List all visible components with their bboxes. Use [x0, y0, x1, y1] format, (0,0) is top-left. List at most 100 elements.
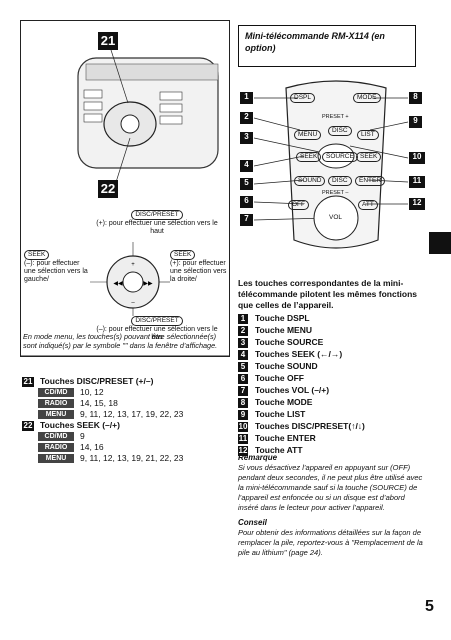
key-list: 1 Touche DSPL 2 Touche MENU 3 Touche SOURCE…	[238, 313, 428, 457]
key-label: Touche SOURCE	[255, 337, 324, 347]
item-values: 14, 15, 18	[80, 398, 118, 408]
preset-down-text: (–): pour effectuer une sélection vers l…	[96, 326, 218, 342]
mode-badge: MENU	[38, 454, 74, 463]
key-label: Touche MENU	[255, 325, 312, 335]
left-illustration: + – ◀◀ ▶▶ 21 22 DISC/PRESET (+): pour ef…	[20, 20, 230, 470]
key-label: Touche OFF	[255, 373, 304, 383]
callout-1: 1	[240, 92, 253, 104]
mode-badge: CD/MD	[38, 388, 74, 397]
key-number: 4	[238, 349, 248, 360]
language-tab-marker	[429, 232, 451, 254]
callout-6: 6	[240, 196, 253, 208]
seek-right-label: SEEK (+): pour effectuer une sélection v…	[170, 250, 228, 284]
disc-down-button[interactable]: DISC	[328, 176, 352, 186]
callout-2: 2	[240, 112, 253, 124]
preset-plus-label: PRESET +	[322, 114, 349, 120]
item-number: 22	[22, 420, 34, 431]
item-values: 9, 11, 12, 13, 19, 21, 22, 23	[80, 453, 184, 463]
remote-illustration: DSPL MODE PRESET + MENU DISC LIST SEEK S…	[238, 70, 434, 260]
callout-11: 11	[409, 176, 425, 188]
preset-minus-label: PRESET –	[322, 190, 349, 196]
key-number: 10	[238, 421, 248, 432]
seek-right-text: (+): pour effectuer une sélection vers l…	[170, 260, 227, 284]
key-number: 11	[238, 433, 248, 444]
disc-up-button[interactable]: DISC	[328, 126, 352, 136]
key-number: 3	[238, 337, 248, 348]
key-number: 5	[238, 361, 248, 372]
item-title: Touches SEEK (–/+)	[40, 420, 120, 430]
seek-left-button[interactable]: SEEK	[296, 152, 322, 162]
sound-button[interactable]: SOUND	[294, 176, 326, 186]
key-number: 9	[238, 409, 248, 420]
mode-badge: CD/MD	[38, 432, 74, 441]
mode-button[interactable]: MODE	[353, 93, 381, 103]
callout-badge-21: 21	[98, 32, 118, 50]
mode-badge: MENU	[38, 410, 74, 419]
seek-left-pill: SEEK	[24, 250, 50, 260]
remote-intro: Les touches correspondantes de la mini-t…	[238, 278, 418, 310]
callout-3: 3	[240, 132, 253, 144]
seek-left-text: (–): pour effectuer une sélection vers l…	[24, 260, 88, 284]
page-number: 5	[425, 598, 434, 615]
item-values: 9	[80, 431, 85, 441]
key-number: 8	[238, 397, 248, 408]
tip-heading: Conseil	[238, 518, 267, 527]
preset-up-label: DISC/PRESET (+): pour effectuer une séle…	[92, 210, 222, 236]
remark-text: Si vous désactivez l’appareil en appuyan…	[238, 463, 423, 512]
remote-title-box: Mini-télécommande RM-X114 (en option)	[238, 25, 416, 67]
callout-badge-22: 22	[98, 180, 118, 198]
remark-heading: Remarque	[238, 453, 278, 462]
callout-5: 5	[240, 178, 253, 190]
key-number: 12	[238, 445, 248, 456]
key-number: 6	[238, 373, 248, 384]
key-number: 2	[238, 325, 248, 336]
svg-text:–: –	[131, 300, 135, 306]
remarks: Remarque Si vous désactivez l’appareil e…	[238, 453, 423, 558]
key-label: Touche MODE	[255, 397, 313, 407]
key-label: Touches DISC/PRESET(↑/↓)	[255, 421, 365, 431]
preset-up-text: (+): pour effectuer une sélection vers l…	[96, 220, 218, 236]
preset-down-pill: DISC/PRESET	[131, 316, 183, 326]
tip-text: Pour obtenir des informations détaillées…	[238, 528, 423, 557]
mode-badge: RADIO	[38, 443, 74, 452]
key-label: Touche DSPL	[255, 313, 310, 323]
key-label: Touche ATT	[255, 445, 303, 455]
callout-8: 8	[409, 92, 422, 104]
key-number: 1	[238, 313, 248, 324]
key-label: Touches SEEK (←/→)	[255, 349, 343, 359]
remote-title: Mini-télécommande RM-X114 (en option)	[245, 31, 385, 53]
enter-button[interactable]: ENTER	[355, 176, 386, 186]
vol-button[interactable]: VOL	[329, 214, 343, 221]
callout-7: 7	[240, 214, 253, 226]
mode-badge: RADIO	[38, 399, 74, 408]
seek-right-button[interactable]: SEEK	[356, 152, 382, 162]
key-label: Touche ENTER	[255, 433, 316, 443]
preset-pill: DISC/PRESET	[131, 210, 183, 220]
seek-right-pill: SEEK	[170, 250, 196, 260]
item-values: 10, 12	[80, 387, 104, 397]
key-label: Touche LIST	[255, 409, 306, 419]
callout-10: 10	[409, 152, 425, 164]
key-number: 7	[238, 385, 248, 396]
menu-button[interactable]: MENU	[294, 130, 322, 140]
list-button[interactable]: LIST	[357, 130, 379, 140]
item-values: 14, 16	[80, 442, 104, 452]
callout-4: 4	[240, 160, 253, 172]
dspl-button[interactable]: DSPL	[290, 93, 315, 103]
att-button[interactable]: ATT	[358, 200, 378, 210]
key-label: Touches VOL (–/+)	[255, 385, 330, 395]
key-label: Touche SOUND	[255, 361, 318, 371]
callout-12: 12	[409, 198, 425, 210]
item-number: 21	[22, 376, 34, 387]
svg-text:+: +	[131, 262, 135, 268]
seek-left-label: SEEK (–): pour effectuer une sélection v…	[24, 250, 90, 284]
off-button[interactable]: OFF	[288, 200, 309, 210]
item-title: Touches DISC/PRESET (+/–)	[40, 376, 154, 386]
source-button[interactable]: SOURCE	[322, 152, 358, 162]
preset-down-label: DISC/PRESET (–): pour effectuer une séle…	[92, 316, 222, 342]
callout-9: 9	[409, 116, 422, 128]
menu-caption: En mode menu, les touches(s) pouvant êtr…	[23, 332, 218, 350]
svg-text:◀◀: ◀◀	[113, 281, 123, 287]
disc-preset-section: 21 Touches DISC/PRESET (+/–) CD/MD 10, 12…	[22, 376, 232, 464]
svg-text:▶▶: ▶▶	[143, 281, 153, 287]
